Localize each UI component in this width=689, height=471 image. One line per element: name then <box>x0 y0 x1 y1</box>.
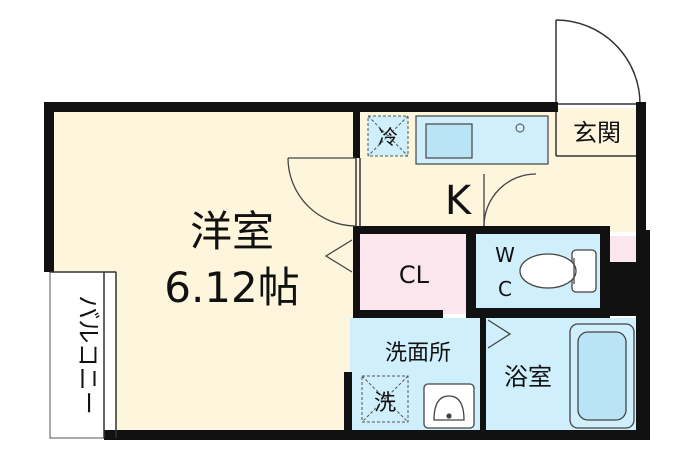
toilet-fixture <box>519 249 597 293</box>
kitchen-counter <box>415 115 549 165</box>
toilet-label-c: C <box>498 277 512 301</box>
entry-door-swing <box>555 19 641 105</box>
washing-machine-label: 洗 <box>374 391 396 416</box>
refrigerator-space <box>367 115 409 157</box>
wash-basin <box>423 383 475 429</box>
small-pink-area <box>610 236 640 264</box>
closet-area <box>358 232 468 314</box>
closet-label: CL <box>399 261 430 289</box>
washing-machine-space <box>361 375 409 423</box>
balcony-label: バルコニー <box>74 295 102 415</box>
door-swings <box>287 157 537 349</box>
entrance-area <box>556 108 640 156</box>
toilet-label-w: W <box>495 243 515 267</box>
entrance-label: 玄関 <box>573 119 621 147</box>
interior-walls <box>344 110 610 438</box>
bathtub <box>569 323 635 429</box>
faucet-icon <box>515 123 525 133</box>
outer-walls <box>44 102 650 440</box>
bathroom-label: 浴室 <box>504 363 552 391</box>
thin-partitions <box>50 112 636 438</box>
refrigerator-label: 冷 <box>378 125 398 149</box>
western-room-name: 洋室 <box>190 207 274 256</box>
kitchen-label: K <box>445 178 473 224</box>
washroom-label: 洗面所 <box>385 341 451 366</box>
western-room-size: 6.12帖 <box>164 263 300 312</box>
